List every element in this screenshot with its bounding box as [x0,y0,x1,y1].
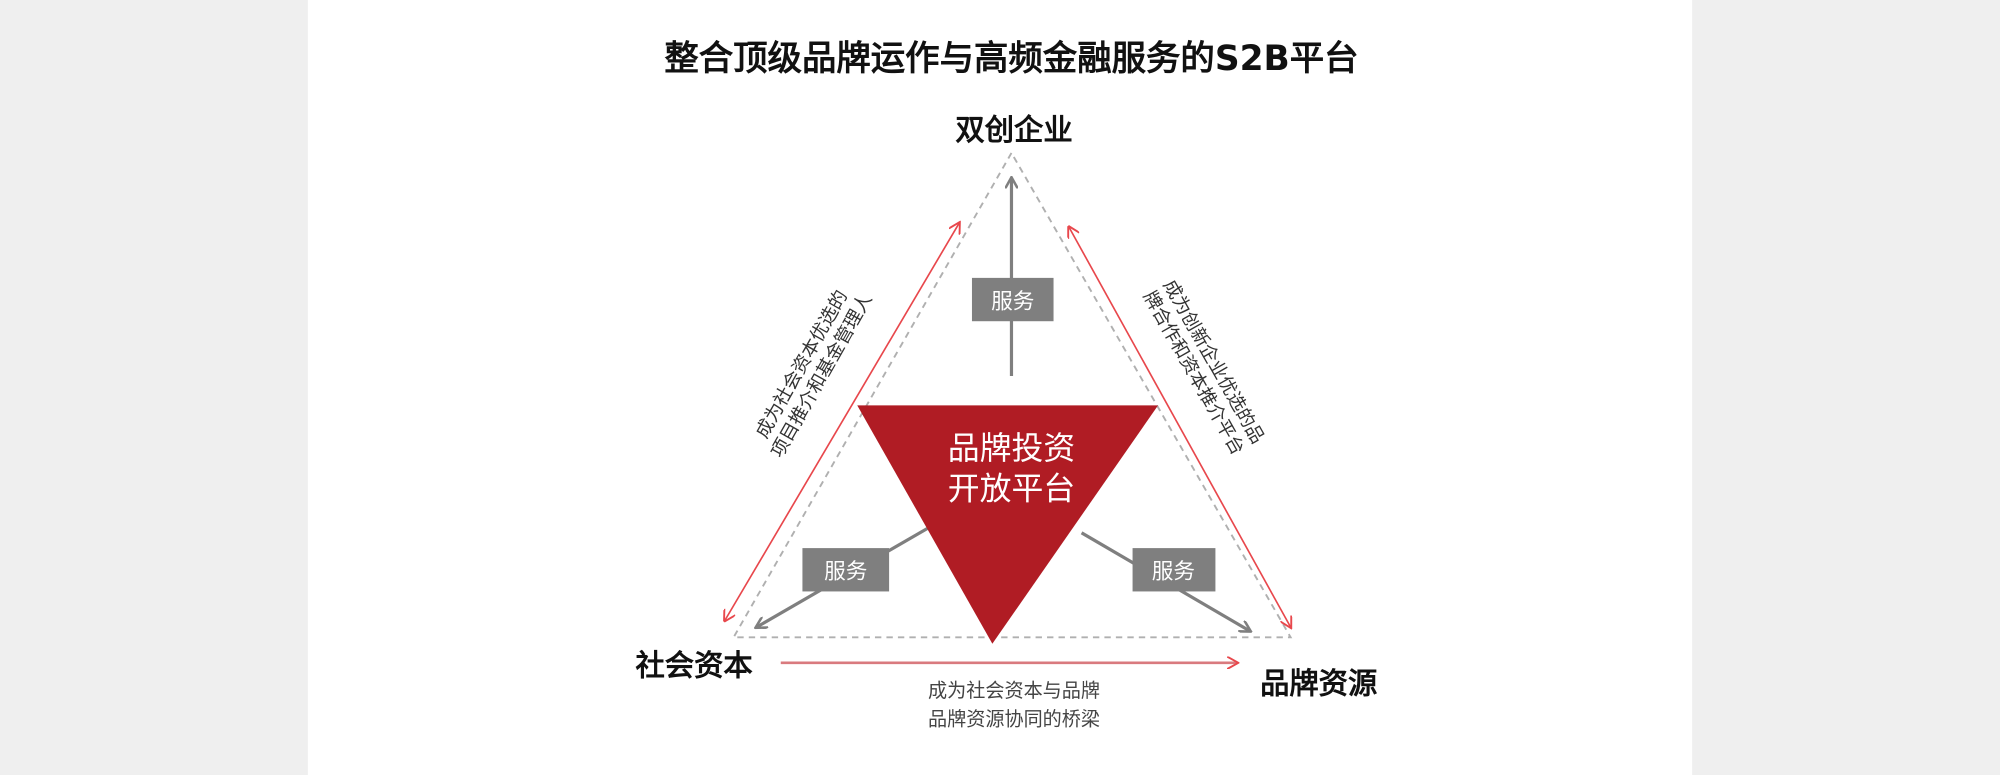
service-box-right: 服务 [1132,548,1216,592]
right-edge-arrow [1069,227,1291,627]
node-top-label: 双创企业 [955,113,1072,147]
slide-background [307,0,1693,775]
service-box-left: 服务 [802,548,890,592]
bottom-edge-text-line2: 品牌资源协同的桥梁 [928,707,1100,730]
center-label-line1: 品牌投资 [948,429,1075,467]
bottom-edge-text-line1: 成为社会资本与品牌 [928,679,1100,702]
service-label: 服务 [991,289,1034,314]
page-title: 整合顶级品牌运作与高频金融服务的S2B平台 [664,39,1358,79]
left-edge-arrow [725,223,960,621]
center-label-line2: 开放平台 [948,470,1075,508]
node-right-label: 品牌资源 [1260,666,1377,700]
service-label: 服务 [1152,560,1195,585]
center-platform-triangle [857,405,1159,644]
service-box-top: 服务 [971,277,1054,322]
service-label: 服务 [824,560,867,585]
node-left-label: 社会资本 [635,649,753,683]
